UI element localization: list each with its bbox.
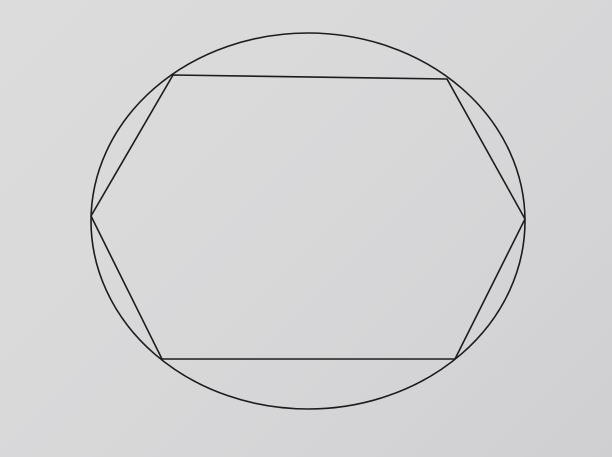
circle-outline — [90, 32, 526, 410]
hexagon-outline — [90, 74, 526, 360]
